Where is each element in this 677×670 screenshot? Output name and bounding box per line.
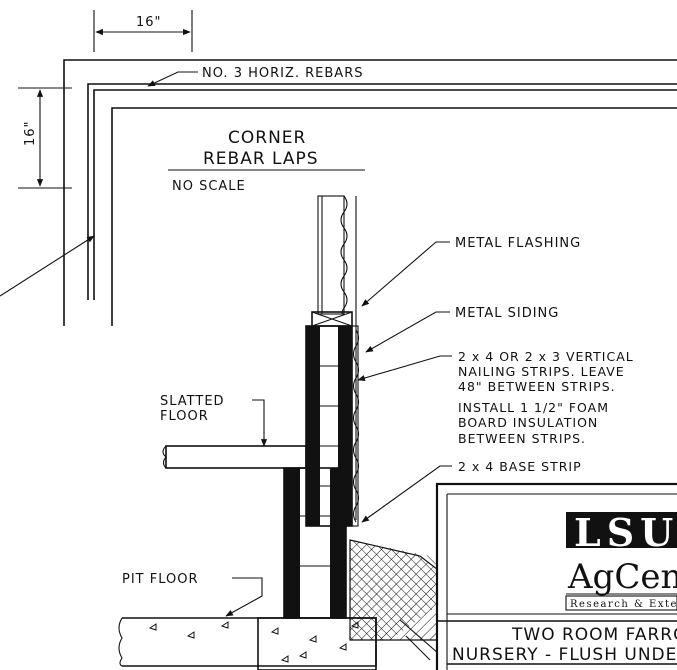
nailing-note-line-3: 48" BETWEEN STRIPS. xyxy=(458,379,616,394)
slatted-floor-label-1: SLATTED xyxy=(160,394,225,409)
footing xyxy=(257,617,377,670)
height-dimension-label: 16" xyxy=(23,120,38,146)
upper-wall-stud xyxy=(317,195,345,315)
nailing-note-line-4: INSTALL 1 1/2" FOAM xyxy=(458,400,609,415)
nailing-note-line-1: 2 x 4 OR 2 x 3 VERTICAL xyxy=(458,349,634,364)
scale-note: NO SCALE xyxy=(172,179,246,194)
nailing-note-line-6: BETWEEN STRIPS. xyxy=(458,431,586,446)
nailing-note-line-2: NAILING STRIPS. LEAVE xyxy=(458,364,625,379)
rebar-label: NO. 3 HORIZ. REBARS xyxy=(202,66,364,81)
metal-flashing-label: METAL FLASHING xyxy=(455,236,581,251)
title-block-line2: NURSERY - FLUSH UNDER xyxy=(452,645,677,665)
corner-wall-inner-edge xyxy=(111,107,677,326)
corner-wall-outer-edge xyxy=(63,59,677,326)
nailing-note-line-5: BOARD INSULATION xyxy=(458,415,598,430)
corner-title-line1: CORNER xyxy=(228,128,306,148)
width-dimension-label: 16" xyxy=(136,15,162,30)
metal-siding-label: METAL SIDING xyxy=(455,306,559,321)
base-strip-label: 2 x 4 BASE STRIP xyxy=(458,459,582,474)
lsu-logo-bar xyxy=(566,512,677,548)
corner-title-line2: REBAR LAPS xyxy=(203,149,319,169)
pit-floor-slab xyxy=(122,617,377,667)
corner-rebar-detail: 16" 16" NO. 3 HORIZ. REBARS CORNER REBAR… xyxy=(0,10,677,326)
title-block-line1: TWO ROOM FARROWING xyxy=(511,625,677,645)
width-dimension: 16" xyxy=(93,10,193,52)
logo-subtitle: Research & Extension xyxy=(570,599,677,610)
title-block: LSU AgCenter Research & Extension TWO RO… xyxy=(435,482,677,670)
slatted-floor-slab xyxy=(165,445,307,469)
height-dimension: 16" xyxy=(18,87,72,189)
wall-section: METAL FLASHING METAL SIDING 2 x 4 OR 2 x… xyxy=(118,195,634,670)
rebar-lap-1 xyxy=(87,83,677,300)
nailing-strips-note: 2 x 4 OR 2 x 3 VERTICAL NAILING STRIPS. … xyxy=(458,349,634,446)
slatted-floor-label-2: FLOOR xyxy=(160,409,209,424)
agcenter-logo: AgCenter xyxy=(567,557,677,597)
pit-floor-label: PIT FLOOR xyxy=(122,572,199,587)
lsu-logo-text: LSU xyxy=(574,510,677,555)
rebar-lap-2 xyxy=(93,89,677,300)
